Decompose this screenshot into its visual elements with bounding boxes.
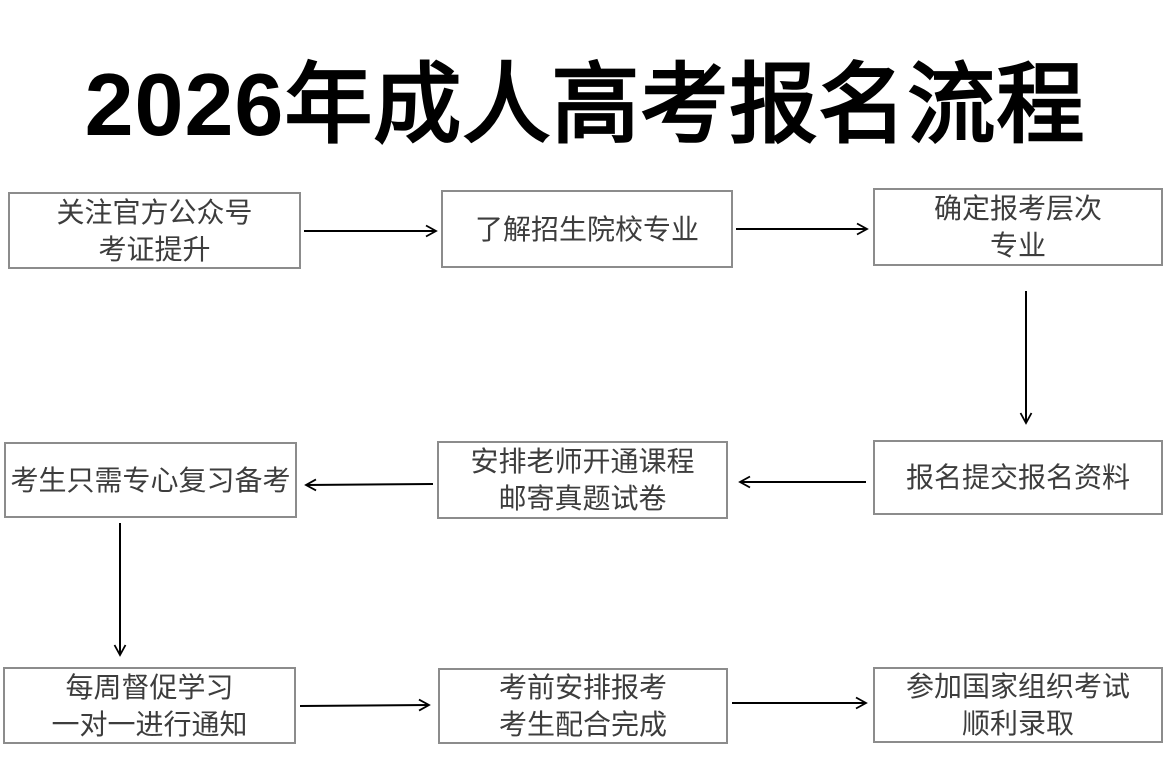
flow-node-submit-registration: 报名提交报名资料 — [873, 440, 1163, 515]
arrow-node7-to-node8 — [299, 698, 431, 712]
flow-node-line: 每周督促学习 — [65, 671, 234, 703]
flow-node-line: 专业 — [989, 230, 1046, 261]
flow-node-pre-exam-arrangement: 考前安排报考 考生配合完成 — [438, 668, 728, 744]
flow-node-line: 了解招生院校专业 — [474, 213, 699, 245]
flow-node-line: 确定报考层次 — [933, 193, 1102, 224]
flow-node-confirm-level-major: 确定报考层次 专业 — [873, 188, 1163, 266]
flow-node-line: 考证提升 — [98, 233, 211, 265]
flow-node-line: 安排老师开通课程 — [470, 446, 695, 477]
flow-node-line: 一对一进行通知 — [51, 708, 248, 740]
flow-node-line: 考前安排报考 — [498, 672, 667, 703]
flow-node-take-national-exam: 参加国家组织考试 顺利录取 — [873, 667, 1163, 743]
flow-node-line: 邮寄真题试卷 — [498, 483, 667, 514]
flow-node-line: 参加国家组织考试 — [905, 671, 1130, 702]
flow-node-learn-colleges-majors: 了解招生院校专业 — [441, 190, 733, 268]
flow-node-line: 顺利录取 — [961, 708, 1074, 739]
flow-node-teacher-opens-course: 安排老师开通课程 邮寄真题试卷 — [437, 441, 728, 519]
flow-node-line: 关注官方公众号 — [56, 196, 253, 228]
flow-node-weekly-supervision: 每周督促学习 一对一进行通知 — [3, 667, 296, 744]
arrow-node5-to-node6 — [304, 478, 434, 492]
flow-node-line: 考生配合完成 — [498, 709, 667, 740]
flow-node-focus-on-review: 考生只需专心复习备考 — [4, 442, 297, 518]
flow-node-line: 考生只需专心复习备考 — [10, 464, 291, 496]
page-title: 2026年成人高考报名流程 — [84, 55, 1086, 154]
flow-node-line: 报名提交报名资料 — [905, 462, 1130, 493]
flow-node-follow-official-account: 关注官方公众号 考证提升 — [8, 192, 301, 269]
